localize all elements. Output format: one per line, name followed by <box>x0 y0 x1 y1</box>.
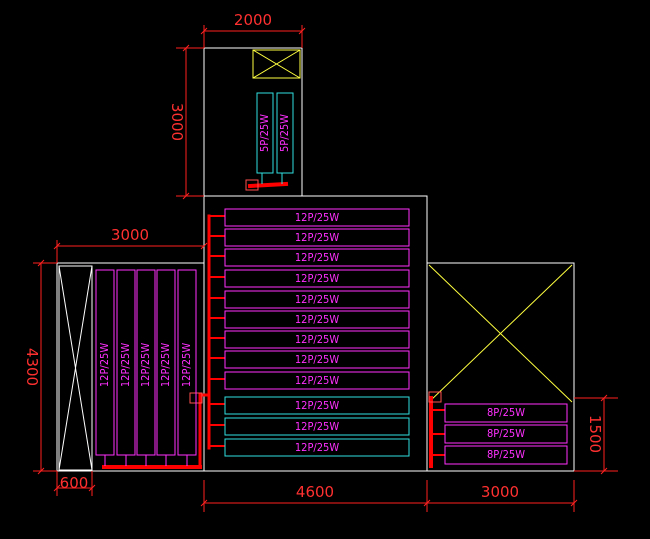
top-unit-1-label: 5P/25W <box>258 114 271 152</box>
dim-top-width: 2000 <box>234 11 272 29</box>
right-units <box>444 403 568 465</box>
left-unit-labels: 12P/25W 12P/25W 12P/25W 12P/25W 12P/25W <box>98 343 193 387</box>
left-unit-2-label: 12P/25W <box>119 343 132 387</box>
right-unit-2 <box>444 424 568 444</box>
dim-left-height: 4300 <box>23 348 41 386</box>
center-unit-2-label: 12P/25W <box>295 231 339 244</box>
center-unit-8-label: 12P/25W <box>295 353 339 366</box>
top-room-x-mark <box>252 49 301 79</box>
center-unit-3-label: 12P/25W <box>295 251 339 264</box>
dim-top-height: 3000 <box>168 103 186 141</box>
top-unit-1 <box>256 92 274 174</box>
dim-center-width: 4600 <box>296 483 334 501</box>
center-unit-7-label: 12P/25W <box>295 333 339 346</box>
left-unit-5-label: 12P/25W <box>180 343 193 387</box>
center-units <box>224 208 410 457</box>
center-unit-11-label: 12P/25W <box>295 420 339 433</box>
top-unit-2-label: 5P/25W <box>278 114 291 152</box>
right-room-outline <box>426 262 575 472</box>
building-outline <box>56 47 575 472</box>
center-unit-5 <box>224 290 410 309</box>
center-unit-6-label: 12P/25W <box>295 313 339 326</box>
top-unit-2 <box>276 92 294 174</box>
center-unit-9 <box>224 371 410 390</box>
right-unit-3 <box>444 445 568 465</box>
center-unit-1 <box>224 208 410 227</box>
center-unit-2 <box>224 228 410 247</box>
left-unit-4-label: 12P/25W <box>159 343 172 387</box>
center-unit-6 <box>224 310 410 329</box>
left-unit-1-label: 12P/25W <box>98 343 111 387</box>
center-unit-10 <box>224 396 410 415</box>
right-unit-labels: 8P/25W 8P/25W 8P/25W <box>487 406 525 461</box>
center-unit-10-label: 12P/25W <box>295 399 339 412</box>
center-unit-1-label: 12P/25W <box>295 211 339 224</box>
center-unit-5-label: 12P/25W <box>295 293 339 306</box>
top-units: 5P/25W 5P/25W <box>256 92 294 184</box>
center-unit-labels: 12P/25W 12P/25W 12P/25W 12P/25W 12P/25W … <box>295 211 339 454</box>
center-unit-4 <box>224 269 410 288</box>
left-room-outline <box>56 262 205 472</box>
center-unit-7 <box>224 330 410 349</box>
left-unit-3-label: 12P/25W <box>139 343 152 387</box>
center-unit-8 <box>224 350 410 369</box>
right-unit-3-label: 8P/25W <box>487 448 525 461</box>
center-unit-4-label: 12P/25W <box>295 272 339 285</box>
left-unit-drops <box>104 455 188 466</box>
dim-right-height: 1500 <box>586 415 604 453</box>
center-unit-3 <box>224 248 410 267</box>
center-unit-12-label: 12P/25W <box>295 441 339 454</box>
center-unit-12 <box>224 438 410 457</box>
right-unit-2-label: 8P/25W <box>487 427 525 440</box>
piping <box>102 181 445 469</box>
dim-left-aisle: 600 <box>60 474 89 492</box>
right-unit-1-label: 8P/25W <box>487 406 525 419</box>
right-room-x-mark <box>428 264 573 403</box>
dim-right-width: 3000 <box>481 483 519 501</box>
dimension-lines <box>33 25 618 512</box>
dim-mid-left-width: 3000 <box>111 226 149 244</box>
center-unit-11 <box>224 417 410 436</box>
right-unit-1 <box>444 403 568 423</box>
left-aisle-x-mark <box>58 265 93 471</box>
center-unit-9-label: 12P/25W <box>295 374 339 387</box>
